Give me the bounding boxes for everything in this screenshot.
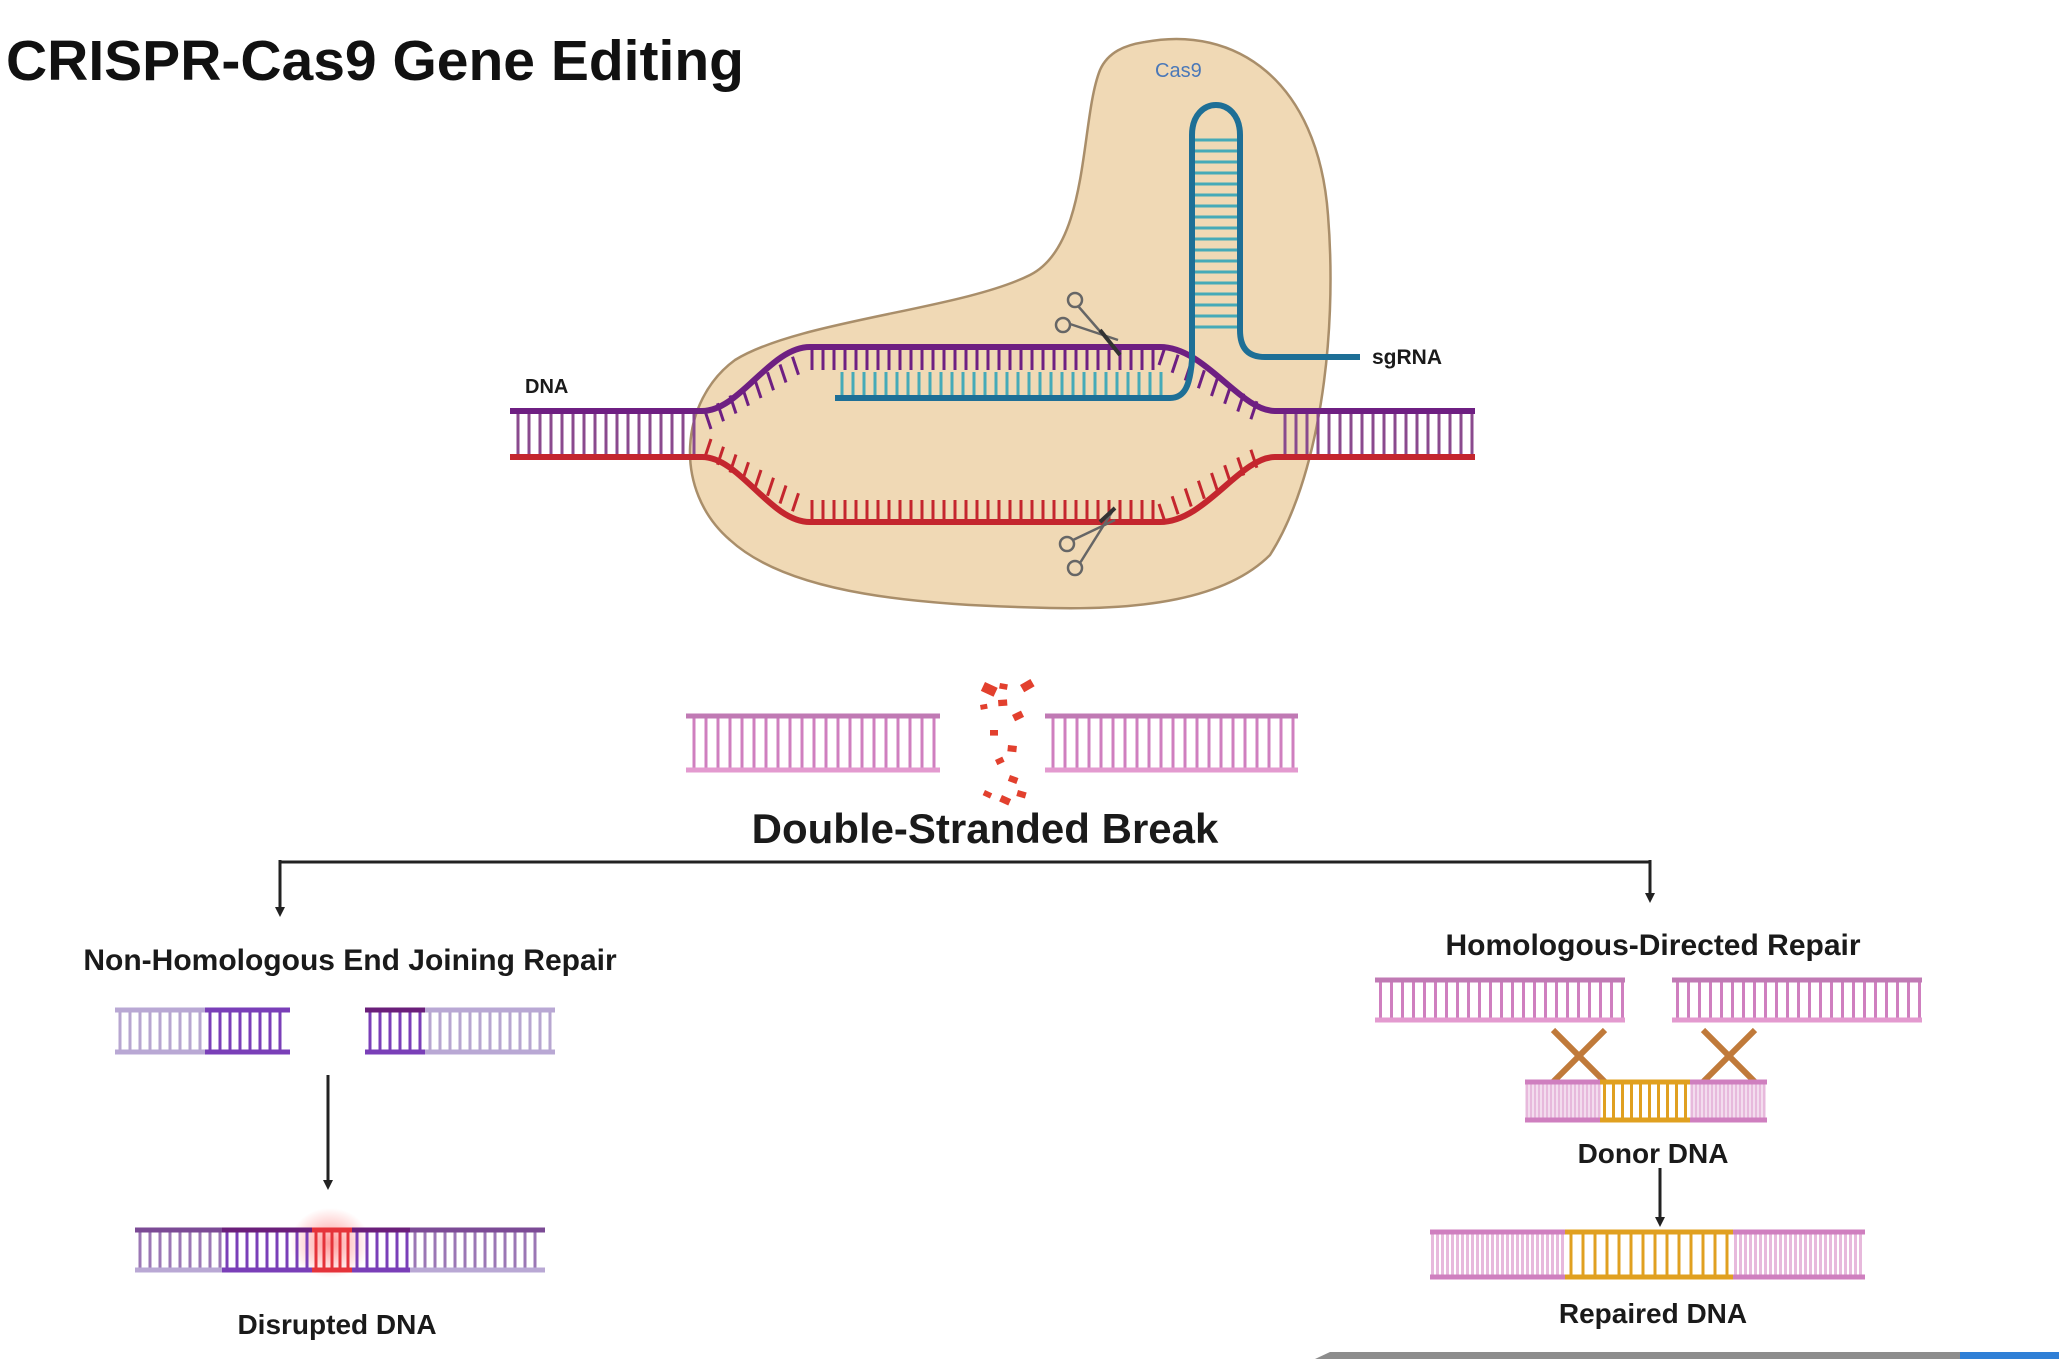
double-stranded-break	[686, 713, 1298, 773]
sgrna	[835, 102, 1360, 401]
window-edge-accent	[1960, 1352, 2059, 1359]
donor-dna	[1525, 1079, 1767, 1123]
break-fragments-icon	[980, 679, 1035, 806]
cas9-protein	[688, 37, 1332, 610]
donor-label: Donor DNA	[1578, 1138, 1729, 1169]
disrupted-label: Disrupted DNA	[237, 1309, 436, 1340]
target-dna	[510, 344, 1475, 525]
hdr-broken-dna	[1375, 977, 1922, 1023]
nhej-broken-dna	[115, 1007, 555, 1055]
diagram-title: CRISPR-Cas9 Gene Editing	[6, 29, 744, 93]
nhej-label: Non-Homologous End Joining Repair	[83, 944, 617, 977]
repaired-dna	[1430, 1229, 1865, 1280]
hdr-label: Homologous-Directed Repair	[1445, 929, 1860, 962]
window-edge	[1315, 1352, 2059, 1359]
repaired-label: Repaired DNA	[1559, 1298, 1747, 1329]
disrupted-dna	[135, 1208, 545, 1278]
dna-bottom-strand	[510, 454, 1475, 525]
dna-top-strand	[510, 344, 1475, 414]
sgrna-label: sgRNA	[1372, 346, 1442, 369]
scissors-top-icon	[1054, 291, 1122, 357]
crossover-icon	[1550, 1027, 1758, 1085]
dna-label: DNA	[525, 376, 568, 398]
dsb-label: Double-Stranded Break	[752, 805, 1219, 852]
scissors-bottom-icon	[1058, 506, 1117, 577]
branch-arrows	[275, 860, 1655, 917]
cas9-label: Cas9	[1155, 60, 1202, 82]
